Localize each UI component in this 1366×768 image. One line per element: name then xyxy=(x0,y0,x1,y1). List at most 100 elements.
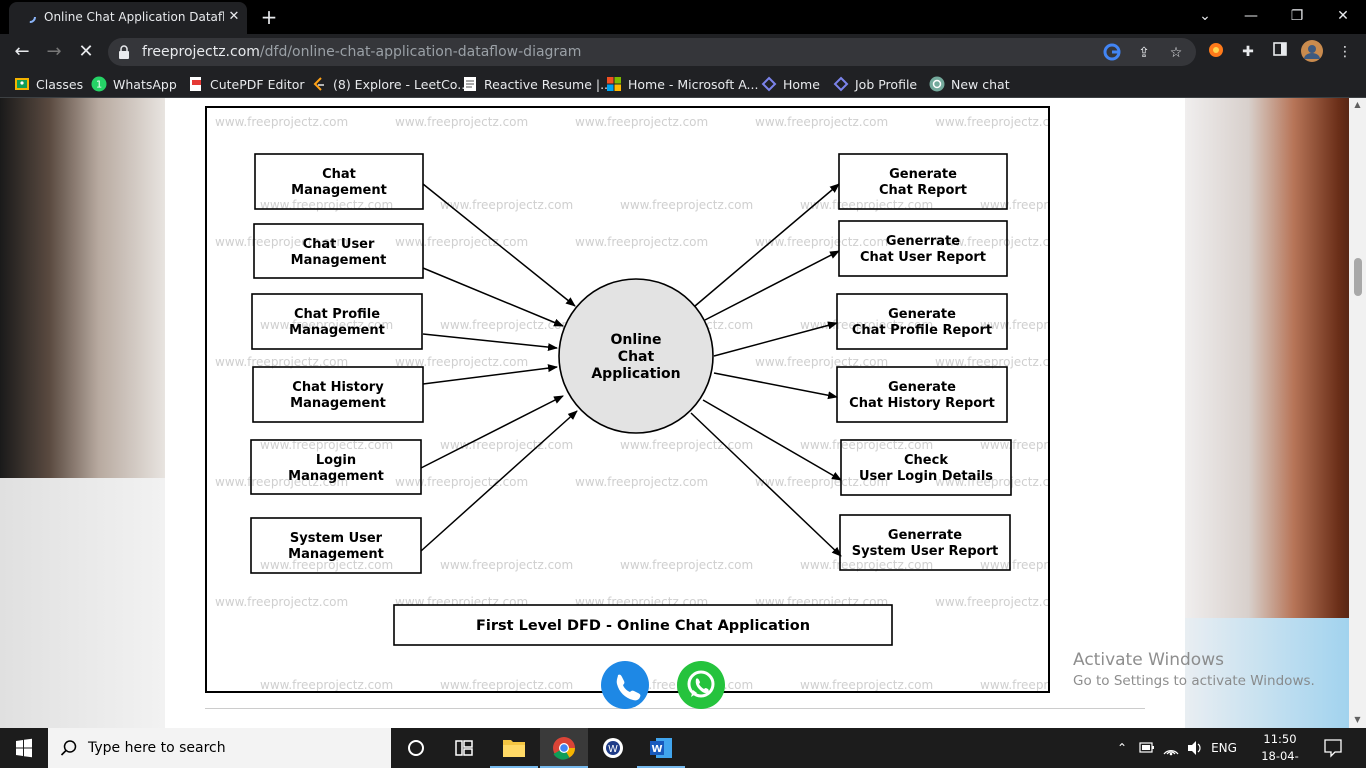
whatsapp-button[interactable] xyxy=(677,661,725,709)
watermark-text: www.freeprojectz.com xyxy=(440,198,573,212)
volume-icon[interactable] xyxy=(1184,728,1206,768)
watermark-text: www.freeprojectz.com xyxy=(260,318,393,332)
word-button[interactable]: W xyxy=(637,728,685,768)
battery-icon[interactable] xyxy=(1137,728,1157,768)
output-entity-box xyxy=(836,293,1008,350)
language-indicator[interactable]: ENG xyxy=(1211,741,1237,755)
close-tab-icon[interactable]: ✕ xyxy=(228,9,240,24)
caption-box xyxy=(393,604,893,646)
tab-bar: Online Chat Application Dataflow ✕ + ⌄ —… xyxy=(0,0,1366,34)
back-icon[interactable]: ← xyxy=(14,41,30,62)
bookmark-new-chat[interactable]: New chat xyxy=(929,75,1010,93)
watermark-text: www.freeprojectz.com xyxy=(215,595,348,609)
output-entity-box-label: Generrate xyxy=(886,234,960,249)
cortana-button[interactable] xyxy=(392,728,440,768)
bookmark-whatsapp[interactable]: 1 WhatsApp xyxy=(91,75,177,93)
cortana-icon xyxy=(408,740,424,756)
app-w-button[interactable]: W xyxy=(589,728,637,768)
scroll-thumb[interactable] xyxy=(1354,258,1362,296)
watermark-text: www.freeprojectz.com xyxy=(800,438,933,452)
call-button[interactable] xyxy=(601,661,649,709)
watermark-text: www.freeprojectz.com xyxy=(440,558,573,572)
background-image-right-bottom xyxy=(1185,618,1366,728)
task-view-icon xyxy=(455,740,473,756)
lock-icon xyxy=(119,45,129,59)
input-entity-box-label: Management xyxy=(291,183,387,198)
loading-icon xyxy=(24,11,36,23)
scroll-down-icon[interactable]: ▼ xyxy=(1354,715,1361,724)
address-bar[interactable]: freeprojectz.com/dfd/online-chat-applica… xyxy=(108,38,1196,66)
input-entity-box-label: Management xyxy=(289,323,385,338)
watermark-text: www.freeprojectz.com xyxy=(215,475,348,489)
file-explorer-button[interactable] xyxy=(490,728,538,768)
diamond-icon xyxy=(761,76,777,92)
stop-icon[interactable]: ✕ xyxy=(78,41,94,62)
google-classroom-icon xyxy=(14,76,30,92)
watermark-text: www.freeprojectz.com xyxy=(440,438,573,452)
minimize-icon[interactable]: — xyxy=(1244,8,1258,24)
search-icon xyxy=(60,740,77,756)
dfd-canvas: www.freeprojectz.com www.freeprojectz.com… xyxy=(215,115,1048,691)
output-entity-box xyxy=(838,220,1008,277)
extension-fox-icon[interactable] xyxy=(1206,42,1226,62)
content-panel: www.freeprojectz.com www.freeprojectz.com… xyxy=(165,98,1185,728)
restore-icon[interactable]: ❐ xyxy=(1290,8,1304,24)
page-scrollbar[interactable]: ▲ ▼ xyxy=(1349,98,1366,728)
new-tab-button[interactable]: + xyxy=(260,5,278,29)
task-view-button[interactable] xyxy=(440,728,488,768)
watermark-text: www.freeprojectz.com xyxy=(980,318,1048,332)
notification-icon[interactable] xyxy=(1318,728,1348,768)
watermark-text: www.freeprojectz.com xyxy=(935,475,1048,489)
input-entity-box-label: Chat xyxy=(322,167,356,182)
tab-search-icon[interactable]: ⌄ xyxy=(1199,8,1211,24)
svg-text:1: 1 xyxy=(96,80,102,91)
process-label: Online xyxy=(611,332,662,348)
share-icon[interactable]: ⇪ xyxy=(1138,45,1150,61)
watermark-text: www.freeprojectz.com xyxy=(620,198,753,212)
bookmark-leetcode[interactable]: (8) Explore - LeetCo... xyxy=(311,75,469,93)
google-lens-icon[interactable] xyxy=(1102,43,1122,63)
input-entity-box-label: Chat User xyxy=(303,237,375,252)
watermark-text: www.freeprojectz.com xyxy=(440,318,573,332)
input-entity-box-label: Management xyxy=(288,547,384,562)
caption-text: First Level DFD - Online Chat Applicatio… xyxy=(476,618,810,634)
svg-text:W: W xyxy=(651,744,662,755)
bookmark-cutepdf[interactable]: CutePDF Editor xyxy=(188,75,305,93)
close-window-icon[interactable]: ✕ xyxy=(1337,8,1349,24)
browser-tab[interactable]: Online Chat Application Dataflow ✕ xyxy=(9,2,247,34)
taskbar-search[interactable]: Type here to search xyxy=(48,728,391,768)
chrome-button[interactable] xyxy=(540,728,588,768)
watermark-text: www.freeprojectz.com xyxy=(755,235,888,249)
arrows-layer xyxy=(420,183,842,557)
output-entity-box-label: User Login Details xyxy=(859,469,993,484)
network-icon[interactable] xyxy=(1160,728,1182,768)
scroll-up-icon[interactable]: ▲ xyxy=(1354,100,1361,109)
browser-toolbar: ← → ✕ freeprojectz.com/dfd/online-chat-a… xyxy=(0,34,1366,70)
bookmark-star-icon[interactable]: ☆ xyxy=(1169,45,1183,61)
watermark-text: www.freeprojectz.com xyxy=(935,115,1048,129)
output-entity-box-label: Generate xyxy=(888,380,956,395)
start-button[interactable] xyxy=(0,728,48,768)
explorer-active-indicator xyxy=(490,766,538,768)
menu-kebab-icon[interactable]: ⋮ xyxy=(1338,44,1352,60)
input-entity-box xyxy=(253,223,424,279)
clock[interactable]: 11:50 18-04-2023 xyxy=(1261,732,1299,768)
forward-icon[interactable]: → xyxy=(46,41,62,62)
side-panel-icon[interactable] xyxy=(1270,42,1290,62)
extensions-puzzle-icon[interactable]: ✚ xyxy=(1242,44,1254,60)
bookmark-reactive-resume[interactable]: Reactive Resume |... xyxy=(462,75,612,93)
bookmark-microsoft[interactable]: Home - Microsoft A... xyxy=(606,75,758,93)
tray-overflow-icon[interactable]: ⌃ xyxy=(1116,741,1128,755)
dataflow-arrow xyxy=(420,410,578,552)
bookmark-job-profile[interactable]: Job Profile xyxy=(833,75,917,93)
microsoft-icon xyxy=(606,76,622,92)
output-entity-box-label: Generate xyxy=(888,307,956,322)
profile-avatar[interactable] xyxy=(1301,40,1323,62)
input-entity-box xyxy=(252,366,424,423)
output-entity-box-label: Chat Profile Report xyxy=(852,323,992,338)
bookmark-classes[interactable]: Classes xyxy=(14,75,83,93)
bookmarks-bar: Classes 1 WhatsApp CutePDF Editor (8) Ex… xyxy=(0,70,1366,98)
output-entity-box-label: Generrate xyxy=(888,528,962,543)
watermark-text: www.freeprojectz.com xyxy=(260,558,393,572)
bookmark-home[interactable]: Home xyxy=(761,75,820,93)
